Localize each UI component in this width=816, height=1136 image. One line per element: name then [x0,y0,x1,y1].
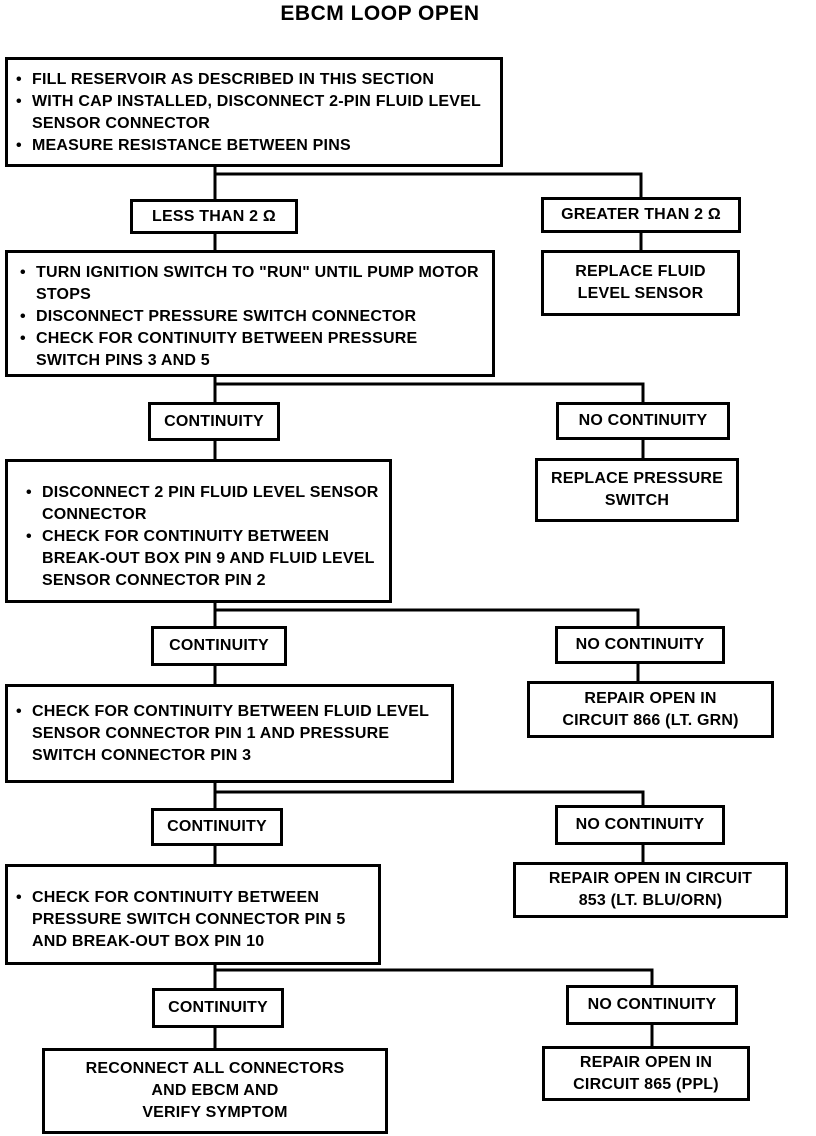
step-1-item: FILL RESERVOIR AS DESCRIBED IN THIS SECT… [12,69,494,91]
branch-2-right-label: NO CONTINUITY [556,402,730,440]
result-4-line: 853 (LT. BLU/ORN) [578,892,723,909]
step-2-item: TURN IGNITION SWITCH TO "RUN" UNTIL PUMP… [16,262,486,306]
result-3-line: REPAIR OPEN IN [584,689,717,707]
branch-1-left-label: LESS THAN 2 Ω [130,199,298,234]
final-step-line: RECONNECT ALL CONNECTORS [85,1060,345,1077]
step-3-item: CHECK FOR CONTINUITY BETWEEN BREAK-OUT B… [22,526,383,592]
branch-2-left-label: CONTINUITY [148,402,280,441]
step-box-1: FILL RESERVOIR AS DESCRIBED IN THIS SECT… [5,57,503,167]
branch-3-result: REPAIR OPEN IN CIRCUIT 866 (LT. GRN) [527,681,774,738]
step-box-5: CHECK FOR CONTINUITY BETWEEN PRESSURE SW… [5,864,381,965]
step-5-item: CHECK FOR CONTINUITY BETWEEN PRESSURE SW… [12,887,372,953]
step-1-item: MEASURE RESISTANCE BETWEEN PINS [12,135,494,157]
branch-5-result: REPAIR OPEN IN CIRCUIT 865 (PPL) [542,1046,750,1101]
result-5-line: CIRCUIT 865 (PPL) [573,1075,719,1093]
step-2-item: CHECK FOR CONTINUITY BETWEEN PRESSURE SW… [16,328,486,372]
final-step-line: VERIFY SYMPTOM [142,1104,288,1121]
branch-2-result: REPLACE PRESSURE SWITCH [535,458,739,522]
final-step-line: AND EBCM AND [151,1082,279,1099]
result-1-line: REPLACE FLUID [575,263,706,280]
branch-4-result: REPAIR OPEN IN CIRCUIT 853 (LT. BLU/ORN) [513,862,788,918]
result-3-line: CIRCUIT 866 (LT. GRN) [562,711,739,729]
step-1-item: WITH CAP INSTALLED, DISCONNECT 2-PIN FLU… [12,91,494,135]
step-4-item: CHECK FOR CONTINUITY BETWEEN FLUID LEVEL… [12,701,445,767]
result-5-line: REPAIR OPEN IN [579,1053,713,1071]
result-2-line: SWITCH [604,492,670,509]
step-box-4: CHECK FOR CONTINUITY BETWEEN FLUID LEVEL… [5,684,454,783]
step-3-item: DISCONNECT 2 PIN FLUID LEVEL SENSOR CONN… [22,482,383,526]
branch-1-right-label: GREATER THAN 2 Ω [541,197,741,233]
branch-5-left-label: CONTINUITY [152,988,284,1028]
branch-5-right-label: NO CONTINUITY [566,985,738,1025]
diagram-title: EBCM LOOP OPEN [280,2,480,25]
result-2-line: REPLACE PRESSURE [550,470,724,487]
branch-3-right-label: NO CONTINUITY [555,626,725,664]
branch-4-right-label: NO CONTINUITY [555,805,725,845]
branch-1-result: REPLACE FLUID LEVEL SENSOR [541,250,740,316]
step-box-2: TURN IGNITION SWITCH TO "RUN" UNTIL PUMP… [5,250,495,377]
result-1-line: LEVEL SENSOR [577,285,704,302]
branch-3-left-label: CONTINUITY [151,626,287,666]
final-step-box: RECONNECT ALL CONNECTORS AND EBCM AND VE… [42,1048,388,1134]
step-2-item: DISCONNECT PRESSURE SWITCH CONNECTOR [16,306,486,328]
branch-4-left-label: CONTINUITY [151,808,283,846]
result-4-line: REPAIR OPEN IN CIRCUIT [548,870,753,887]
step-box-3: DISCONNECT 2 PIN FLUID LEVEL SENSOR CONN… [5,459,392,603]
